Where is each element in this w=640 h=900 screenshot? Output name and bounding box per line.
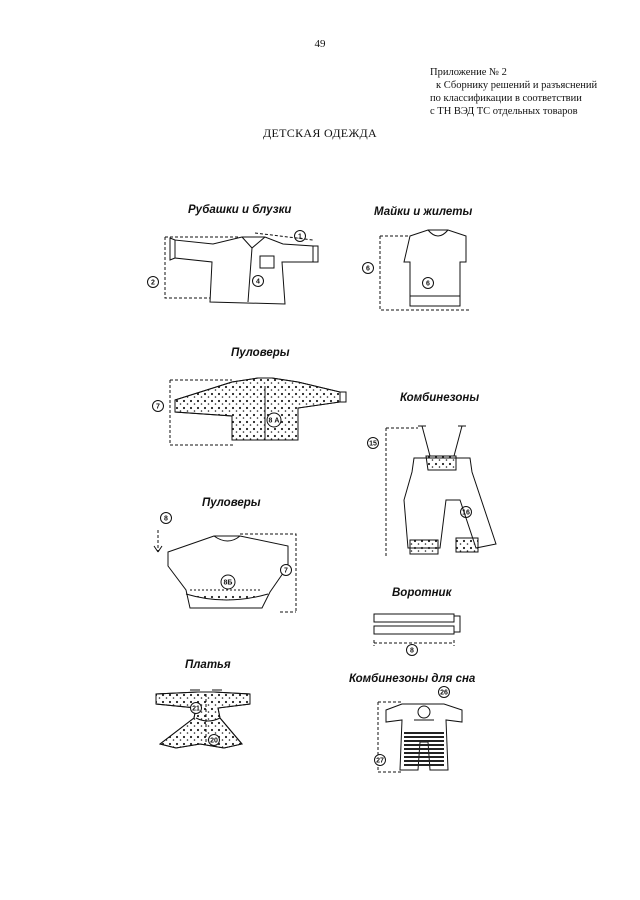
marker-7: 7 [152,400,164,412]
page-title: ДЕТСКАЯ ОДЕЖДА [263,126,377,140]
appendix-line: Приложение № 2 [430,67,507,78]
svg-text:21: 21 [192,706,200,713]
marker-6-center: 6 [422,277,434,289]
svg-text:1: 1 [298,234,302,241]
caption-pullovers-1: Пуловеры [231,347,290,359]
appendix-note: Приложение № 2 к Сборнику решений и разъ… [430,66,597,118]
marker-8: 8 [160,512,172,524]
marker-27: 27 [374,754,386,766]
appendix-line: по классификации в соответствии [430,93,582,104]
svg-text:8: 8 [410,648,414,655]
pullover-illustration [169,377,347,446]
appendix-line: к Сборнику решений и разъяснений [436,80,598,91]
svg-text:8 А: 8 А [269,418,280,425]
caption-dresses: Платья [185,659,231,671]
svg-text:6: 6 [426,281,430,288]
svg-text:8: 8 [164,516,168,523]
caption-sleepsuits: Комбинезоны для сна [349,673,476,685]
svg-text:8Б: 8Б [224,580,233,587]
svg-text:7: 7 [284,568,288,575]
collar-illustration [373,613,461,646]
tshirt-illustration [379,229,470,311]
marker-2: 2 [147,276,159,288]
batwing-pullover-illustration [153,530,297,613]
caption-overalls: Комбинезоны [400,392,480,404]
svg-text:20: 20 [210,738,218,745]
marker-6-left: 6 [362,262,374,274]
marker-8-collar: 8 [406,644,418,656]
marker-8a: 8 А [266,412,282,428]
marker-26: 26 [438,686,450,698]
marker-21: 21 [190,702,202,714]
svg-text:6: 6 [366,266,370,273]
marker-20: 20 [208,734,220,746]
overalls-illustration [385,425,497,558]
svg-text:7: 7 [156,404,160,411]
caption-tshirts-vests: Майки и жилеты [374,206,473,218]
sleepsuit-illustration [377,701,463,773]
marker-7-right: 7 [280,564,292,576]
svg-text:27: 27 [376,758,384,765]
svg-text:16: 16 [462,510,470,517]
svg-text:26: 26 [440,690,448,697]
appendix-line: с ТН ВЭД ТС отдельных товаров [430,106,578,117]
caption-pullovers-2: Пуловеры [202,497,261,509]
caption-collar: Воротник [392,587,452,599]
marker-8b: 8Б [220,574,236,590]
marker-15: 15 [367,437,379,449]
caption-shirts-blouses: Рубашки и блузки [188,204,292,216]
svg-text:15: 15 [369,441,377,448]
svg-text:4: 4 [256,279,260,286]
marker-1: 1 [294,230,306,242]
marker-4: 4 [252,275,264,287]
page-number: 49 [314,38,326,50]
marker-16: 16 [460,506,472,518]
dress-illustration [155,689,251,749]
shirt-illustration [164,232,319,305]
svg-text:2: 2 [151,280,155,287]
